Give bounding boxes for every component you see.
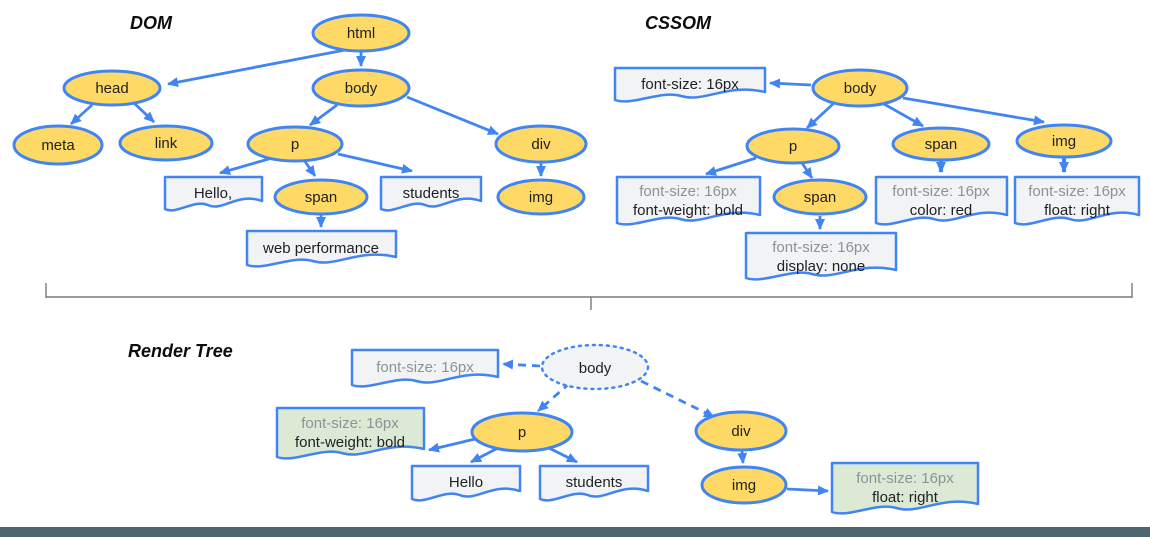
cssom-arrow-p-style [705,156,757,176]
cssom-rule-span-child: font-size: 16px display: none [744,231,898,281]
cssom-rule-span-child-line1: font-size: 16px [772,239,870,256]
cssom-node-body-label: body [844,80,877,97]
cssom-node-p [745,127,841,165]
cssom-rule-span-line1: font-size: 16px [892,183,990,200]
dom-textbox-web-performance: web performance [245,229,398,268]
bottom-bar [0,527,1150,537]
render-rule-body: font-size: 16px [350,348,500,388]
cssom-arrow-body-span [883,102,924,128]
cssom-rule-p: font-size: 16px font-weight: bold [615,175,762,226]
cssom-node-span [891,126,991,162]
render-rule-img-line2: float: right [872,489,939,506]
cssom-node-span-child-label: span [804,189,837,206]
render-rule-img: font-size: 16px float: right [830,461,980,515]
render-node-body [540,343,650,391]
render-node-img [700,465,788,505]
dom-node-body-label: body [345,80,378,97]
cssom-rule-p-line1: font-size: 16px [639,183,737,200]
dom-textbox-web-performance-label: web performance [262,240,379,257]
dom-node-meta-label: meta [41,137,75,154]
render-node-p [470,411,574,453]
cssom-node-img [1015,123,1113,159]
dom-node-span-label: span [305,189,338,206]
cssom-node-p-label: p [789,138,797,155]
render-tree-title: Render Tree [128,341,233,361]
cssom-rule-img-line1: font-size: 16px [1028,183,1126,200]
cssom-rule-body-line1: font-size: 16px [641,76,739,93]
render-node-p-label: p [518,424,526,441]
render-rule-p-line1: font-size: 16px [301,415,399,432]
dom-node-div [494,124,588,164]
cssom-title: CSSOM [645,13,712,33]
cssom-node-img-label: img [1052,133,1076,150]
dom-textbox-students-label: students [403,185,460,202]
dom-node-html [311,13,411,53]
dom-arrow-head-link [133,101,155,124]
dom-node-img-label: img [529,189,553,206]
render-node-div [694,410,788,452]
render-textbox-students-label: students [566,474,623,491]
cssom-rule-img-line2: float: right [1044,202,1111,219]
render-node-img-label: img [732,477,756,494]
dom-arrow-body-div [406,95,499,136]
cssom-rule-span: font-size: 16px color: red [874,175,1009,226]
cssom-arrow-body-p [806,102,834,130]
dom-node-body [311,68,411,108]
dom-textbox-hello: Hello, [163,175,264,212]
dom-node-span [273,178,369,216]
cssom-rule-span-child-line2: display: none [777,258,865,275]
dom-node-head-label: head [95,80,128,97]
dom-node-link [118,124,214,162]
render-rule-img-line1: font-size: 16px [856,470,954,487]
render-arrow-div-img [737,450,748,464]
dom-node-div-label: div [531,136,551,153]
section-divider [45,283,1133,310]
render-arrow-p-students [548,446,578,464]
render-arrow-img-style [786,485,829,496]
render-node-div-label: div [731,423,751,440]
dom-textbox-students: students [379,175,483,212]
render-rule-body-line1: font-size: 16px [376,359,474,376]
dom-arrow-body-p [309,103,338,127]
dom-node-p-label: p [291,136,299,153]
cssom-node-body [811,68,909,108]
dom-arrow-html-head [167,48,346,88]
render-arrow-body-style [502,359,541,370]
render-rule-p-line2: font-weight: bold [295,434,405,451]
dom-arrow-p-hello [219,156,273,176]
render-arrow-body-p [537,381,571,413]
dom-node-link-label: link [155,135,178,152]
dom-arrow-head-meta [70,103,93,126]
cssom-rule-body: font-size: 16px [613,66,767,103]
dom-node-p [246,125,344,163]
dom-title: DOM [130,13,173,33]
render-rule-p: font-size: 16px font-weight: bold [275,406,426,460]
cssom-node-span-child [772,178,868,216]
cssom-rule-p-line2: font-weight: bold [633,202,743,219]
dom-arrow-p-span [302,159,317,177]
render-node-body-label: body [579,360,612,377]
dom-node-html-label: html [347,25,375,42]
dom-node-head [62,69,162,107]
cssom-rule-img: font-size: 16px float: right [1013,175,1141,226]
dom-node-img [496,178,586,216]
cssom-rule-span-line2: color: red [910,202,973,219]
dom-arrow-p-students [337,152,413,174]
cssom-node-span-label: span [925,136,958,153]
render-textbox-hello-label: Hello [449,474,483,491]
render-arrow-body-div [640,379,715,419]
render-arrow-p-hello [470,446,499,464]
render-textbox-hello: Hello [410,464,522,502]
render-textbox-students: students [538,464,650,502]
cssom-arrow-p-span [800,162,814,179]
dom-textbox-hello-label: Hello, [194,185,232,202]
cssom-arrow-body-img [902,96,1045,126]
dom-node-meta [12,124,104,166]
cssom-arrow-body-style [769,78,812,89]
render-arrow-p-style [428,437,476,453]
